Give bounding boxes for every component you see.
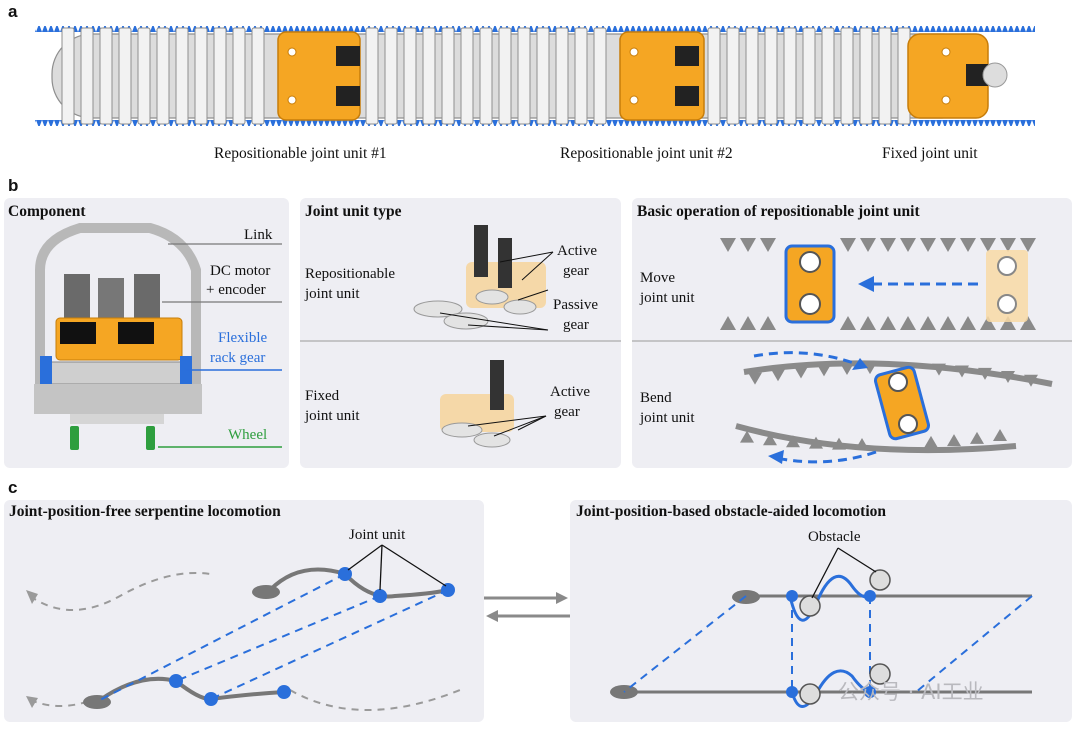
obstacle-title: Joint-position-based obstacle-aided loco…: [576, 503, 887, 520]
label-passive-gear-line2: gear: [563, 317, 589, 333]
label-motor-line1: DC motor: [210, 263, 271, 279]
label-repositionable-line2: joint unit: [305, 286, 360, 302]
top-rack-gear: [35, 26, 1035, 32]
label-fixed-line1: Fixed: [305, 388, 340, 404]
caption-repositionable-2: Repositionable joint unit #2: [560, 145, 733, 162]
label-active-gear-line1: Active: [557, 243, 597, 259]
caption-fixed-joint: Fixed joint unit: [882, 145, 978, 162]
label-repositionable-line1: Repositionable: [305, 266, 395, 282]
label-joint-unit: Joint unit: [349, 527, 406, 543]
component-title: Component: [8, 203, 86, 220]
watermark: 公众号 · AI工业: [838, 680, 984, 704]
repositionable-joint-unit-1: [277, 31, 361, 121]
panel-c-letter: c: [8, 478, 18, 497]
label-wheel: Wheel: [228, 427, 268, 443]
label-bend-line2: joint unit: [640, 410, 695, 426]
repositionable-joint-unit-2: [619, 31, 705, 121]
label-active-gear-line2: gear: [563, 263, 589, 279]
label-fixed-line2: joint unit: [305, 408, 360, 424]
label-bend-line1: Bend: [640, 390, 672, 406]
label-obstacle: Obstacle: [808, 529, 861, 545]
basic-operation-title: Basic operation of repositionable joint …: [637, 203, 920, 220]
serpentine-title: Joint-position-free serpentine locomotio…: [9, 503, 281, 520]
bottom-rack-gear: [35, 120, 1035, 126]
label-fixed-active-line2: gear: [554, 404, 580, 420]
label-rack-line1: Flexible: [218, 330, 268, 346]
label-link: Link: [244, 227, 273, 243]
panel-b-letter: b: [8, 176, 19, 195]
label-passive-gear-line1: Passive: [553, 297, 598, 313]
panel-a-letter: a: [8, 2, 18, 21]
label-move-line1: Move: [640, 270, 675, 286]
label-motor-line2: + encoder: [206, 282, 266, 298]
caption-repositionable-1: Repositionable joint unit #1: [214, 145, 387, 162]
label-fixed-active-line1: Active: [550, 384, 590, 400]
fixed-joint-unit: [907, 33, 1008, 119]
joint-unit-type-title: Joint unit type: [305, 203, 402, 220]
label-move-line2: joint unit: [640, 290, 695, 306]
label-rack-line2: rack gear: [210, 350, 266, 366]
